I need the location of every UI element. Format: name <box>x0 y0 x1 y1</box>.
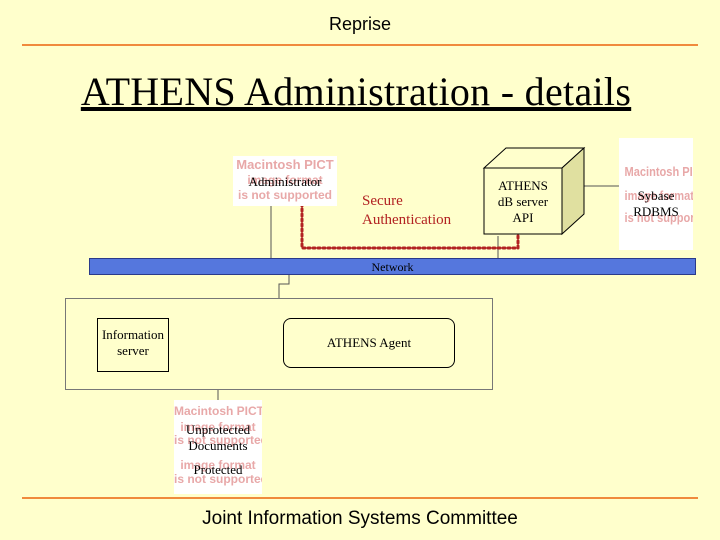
athens-server-cube <box>482 146 586 236</box>
documents-image: Macintosh PICT image format is not suppo… <box>174 400 262 494</box>
unprotected-documents-label: Unprotected Documents <box>174 422 262 454</box>
top-rule <box>22 44 698 46</box>
administrator-label: Administrator <box>248 174 322 189</box>
athens-server-label: ATHENS dB server API <box>484 178 562 226</box>
pict-text-5: is not supported <box>174 472 262 486</box>
secure-auth-path <box>300 202 520 250</box>
pict-text-1: Macintosh PICT <box>174 404 262 418</box>
pict-text-4: image format <box>180 458 256 472</box>
network-label: Network <box>371 260 414 274</box>
information-server-box: Information server <box>97 318 169 372</box>
secure-line-1: Secure <box>362 193 403 209</box>
sybase-label: Sybase RDBMS <box>619 188 693 220</box>
pict-text-2: image format <box>180 420 256 434</box>
athens-agent-label: ATHENS Agent <box>326 335 412 350</box>
sybase-line-1: Sybase <box>637 188 675 203</box>
sybase-line-2: RDBMS <box>633 204 679 219</box>
pict-text-1: Macintosh PICT <box>624 164 693 179</box>
pict-text-2: image format <box>624 188 693 203</box>
athens-agent-box: ATHENS Agent <box>283 318 455 368</box>
slide-title: ATHENS Administration - details <box>80 69 632 114</box>
secure-authentication-label: Secure Authentication <box>362 192 451 230</box>
network-server-line <box>278 275 290 298</box>
info-line-2: server <box>117 343 149 358</box>
footer-text: Joint Information Systems Committee <box>202 508 518 529</box>
pict-text-1: Macintosh PICT <box>236 157 334 172</box>
athens-line-2: dB server <box>497 194 549 209</box>
protected-label: Protected <box>193 462 243 477</box>
sybase-image: Macintosh PICT image format is not suppo… <box>619 138 693 250</box>
slide-header: Reprise <box>328 14 392 34</box>
unprotected-line-1: Unprotected <box>185 422 251 437</box>
network-bar <box>89 258 696 275</box>
pict-text-3: is not supported <box>174 433 262 447</box>
athens-line-1: ATHENS <box>498 178 548 193</box>
unprotected-line-2: Documents <box>188 438 248 453</box>
bottom-rule <box>22 497 698 499</box>
administrator-image: Macintosh PICT image format is not suppo… <box>233 156 337 206</box>
info-line-1: Information <box>101 327 165 342</box>
athens-line-3: API <box>512 210 534 225</box>
pict-text-3: is not supported <box>238 188 332 202</box>
secure-line-2: Authentication <box>362 212 452 228</box>
pict-text-3: is not supported <box>624 210 693 225</box>
pict-text-2: image format <box>247 173 323 187</box>
